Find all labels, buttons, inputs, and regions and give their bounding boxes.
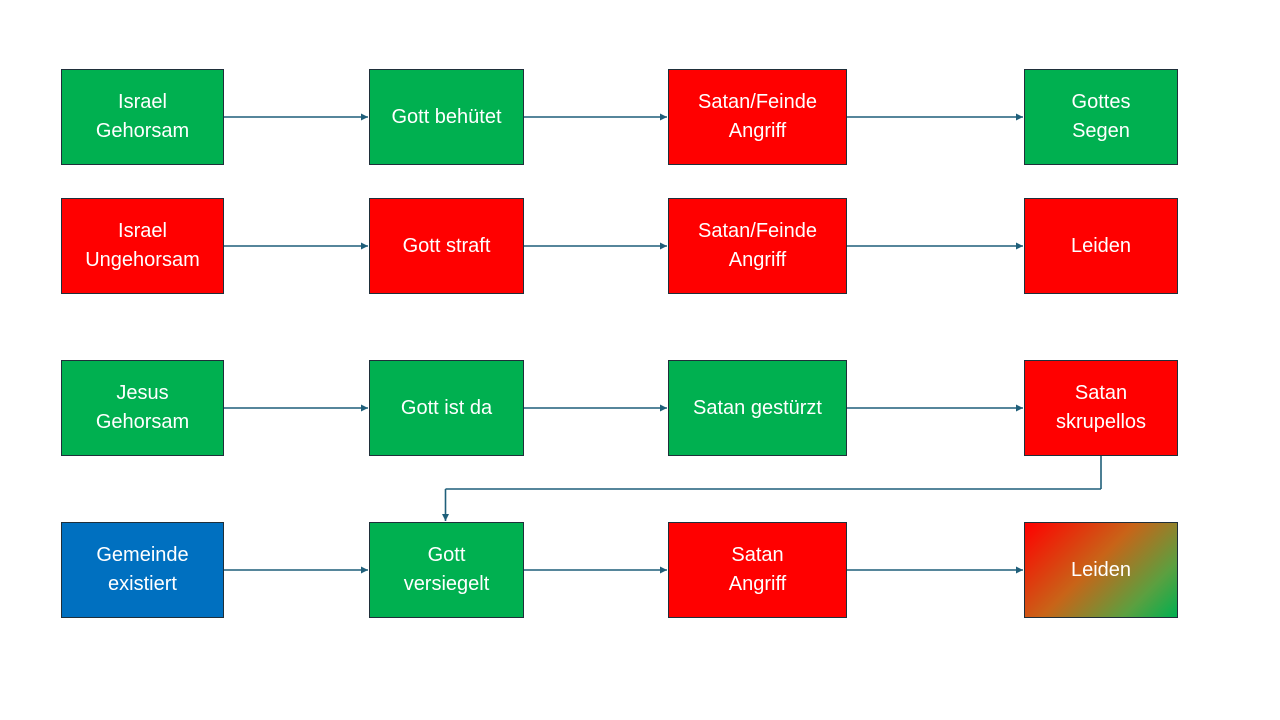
flow-box-r3-c2: Gott ist da [369,360,524,456]
flow-box-r1-c4: Gottes Segen [1024,69,1178,165]
flow-box-r3-c4: Satan skrupellos [1024,360,1178,456]
flow-box-r4-c3: Satan Angriff [668,522,847,618]
flow-box-r1-c3: Satan/Feinde Angriff [668,69,847,165]
flow-box-label: Satan skrupellos [1055,382,1147,433]
flow-box-r1-c1: Israel Gehorsam [61,69,224,165]
flow-box-label: Israel Gehorsam [95,91,190,142]
flow-box-label: Leiden [1070,558,1132,581]
flow-box-label: Gott ist da [400,396,493,419]
flow-box-label: Israel Ungehorsam [85,220,200,271]
flow-box-r2-c2: Gott straft [369,198,524,294]
flow-box-r2-c4: Leiden [1024,198,1178,294]
flow-box-label: Jesus Gehorsam [95,382,190,433]
flow-box-label: Satan Angriff [728,544,787,595]
flow-box-label: Satan/Feinde Angriff [698,220,817,271]
flow-box-r4-c4: Leiden [1024,522,1178,618]
flow-box-r4-c1: Gemeinde existiert [61,522,224,618]
flow-box-r3-c3: Satan gestürzt [668,360,847,456]
flow-box-label: Satan gestürzt [693,396,822,419]
flow-box-label: Gott straft [402,234,491,257]
flow-box-r1-c2: Gott behütet [369,69,524,165]
flow-box-label: Gemeinde existiert [96,544,189,595]
flow-box-label: Gott behütet [391,105,502,128]
flow-box-label: Satan/Feinde Angriff [698,91,817,142]
flow-box-label: Gott versiegelt [403,544,490,595]
flow-box-r2-c1: Israel Ungehorsam [61,198,224,294]
flow-box-r3-c1: Jesus Gehorsam [61,360,224,456]
flow-box-label: Gottes Segen [1071,91,1131,142]
flow-box-r2-c3: Satan/Feinde Angriff [668,198,847,294]
flow-box-label: Leiden [1070,234,1132,257]
flow-box-r4-c2: Gott versiegelt [369,522,524,618]
